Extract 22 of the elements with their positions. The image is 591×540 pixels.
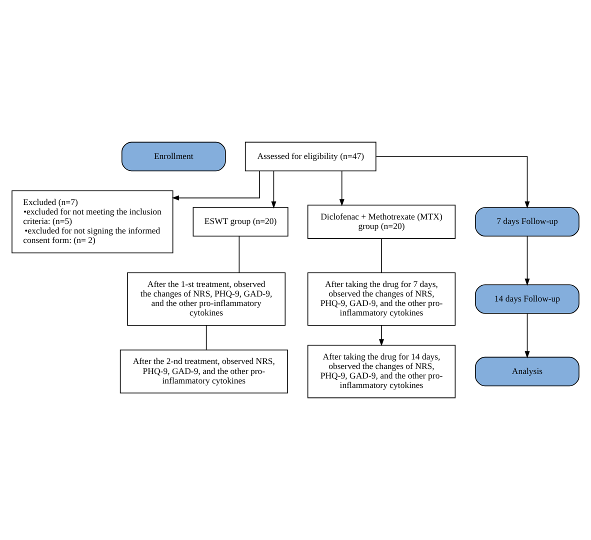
node-box: Assessed for eligibility (n=47): [244, 142, 376, 172]
node-box: ESWT group (n=20): [192, 207, 288, 237]
arrow: [379, 325, 384, 346]
arrow: [524, 313, 530, 358]
node-box: Enrollment: [122, 142, 226, 172]
arrow: [524, 236, 530, 286]
node-box: After the 2-nd treatment, observed NRS, PHQ-9, GAD-9, and the other pro-inflammatory cytokines: [120, 350, 288, 394]
arrow: [271, 170, 276, 209]
node-box: After taking the drug for 7 days, observed the changes of NRS, PHQ-9, GAD-9, and the other pro-inflammatory cytokines: [307, 272, 456, 326]
node-box: 14 days Follow-up: [475, 284, 580, 314]
node-box: Analysis: [475, 356, 580, 386]
arrow: [339, 170, 344, 206]
node-box: Excluded (n=7) •excluded for not meeting the inclusion criteria: (n=5) •excluded for not signing the informed consent form: (n= 2): [12, 190, 174, 254]
node-box: After taking the drug for 14 days, observed the changes of NRS, PHQ-9, GAD-9, and the other pro-inflammatory cytokines: [307, 344, 456, 398]
arrow: [172, 170, 260, 200]
node-box: Diclofenac + Methotrexate (MTX) group (n=20): [307, 204, 456, 239]
connector: [238, 236, 240, 274]
connector: [381, 238, 382, 274]
connector: [206, 325, 207, 350]
node-box: 7 days Follow-up: [475, 207, 580, 237]
arrow: [376, 156, 530, 209]
node-box: After the 1-st treatment, observed the changes of NRS, PHQ-9, GAD-9, and the other pro-inflammatory cytokines: [127, 272, 286, 326]
